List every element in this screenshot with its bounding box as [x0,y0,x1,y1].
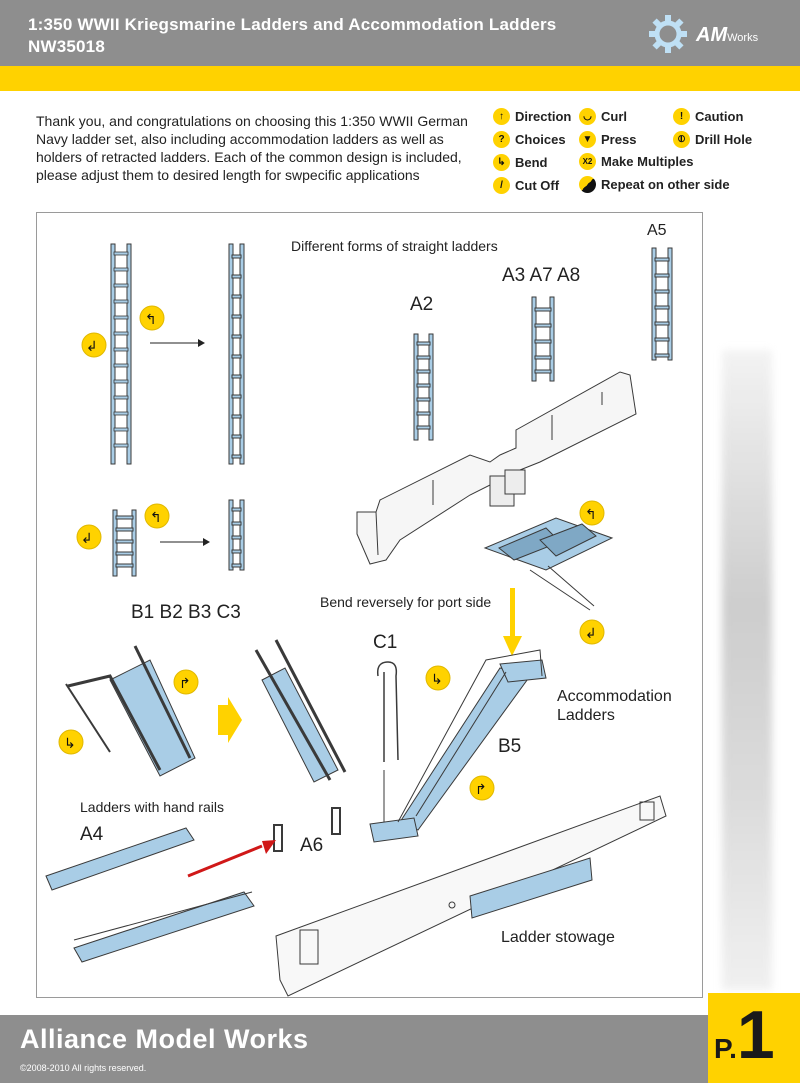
legend-label: Drill Hole [695,132,753,147]
drill-icon: ⦶ [673,131,690,148]
label-a6: A6 [300,835,324,856]
accent-band [0,66,800,91]
legend-item: ? Choices [493,131,566,148]
svg-text:↲: ↲ [86,339,98,355]
brand-logo: AMWorks [696,24,758,47]
legend-item: ! Caution [673,108,743,125]
deck-wall [356,371,637,565]
stair-ladder-b-folded [254,639,347,783]
page-number-box [708,993,800,1083]
title-line-2: NW35018 [28,37,105,56]
stowage-wall [275,795,667,997]
copyright: ©2008-2010 All rights reserved. [20,1063,147,1073]
svg-text:↳: ↳ [64,736,76,752]
label-a4: A4 [80,824,104,845]
label-bend-reverse: Bend reversely for port side [320,594,492,610]
blurred-edge [722,350,772,990]
repeat-side-icon [579,176,596,193]
straight-ladder-folded [228,243,245,465]
label-c1: C1 [373,632,398,653]
caution-icon: ! [673,108,690,125]
legend-label: Repeat on other side [601,177,730,192]
cut-icon: / [493,177,510,194]
stair-ladder-b [65,645,196,777]
label-b-group: B1 B2 B3 C3 [131,602,241,623]
legend-item: ↳ Bend [493,154,548,171]
label-stowage: Ladder stowage [501,929,615,946]
page-digit: 1 [736,997,775,1073]
label-a3a7a8: A3 A7 A8 [502,265,581,286]
press-icon: ▼ [579,131,596,148]
label-b5: B5 [498,736,522,757]
legend-item: ◡ Curl [579,108,627,125]
label-straight-forms: Different forms of straight ladders [291,238,498,254]
gear-logo-icon [649,15,687,53]
short-ladder [112,509,137,577]
page-title: 1:350 WWII Kriegsmarine Ladders and Acco… [28,14,556,58]
legend-item: X2 Make Multiples [579,153,693,170]
legend-label: Direction [515,109,572,124]
ladder-a5 [651,247,673,361]
label-ladders: Ladders [557,707,615,724]
label-a2: A2 [410,294,434,315]
instruction-frame [36,212,703,998]
curl-icon: ◡ [579,108,596,125]
ladder-a3 [531,296,555,382]
legend-label: Make Multiples [601,154,694,169]
legend-item: / Cut Off [493,177,559,194]
straight-ladder-long [110,243,132,465]
bend-icon: ↳ [493,154,510,171]
svg-text:↱: ↱ [475,782,487,798]
label-a5: A5 [647,222,667,239]
legend-item: ⦶ Drill Hole [673,131,752,148]
legend: ↑ Direction ◡ Curl ! Caution ? Choices ▼ Pres… [491,108,791,198]
svg-text:↲: ↲ [81,531,93,547]
legend-item: ▼ Press [579,131,636,148]
accommodation-ladder-b5 [369,649,547,843]
page-prefix: P. [714,1033,737,1064]
legend-label: Choices [515,132,566,147]
svg-text:↳: ↳ [431,672,443,688]
legend-item: ↑ Direction [493,108,571,125]
footer-bar [0,1015,800,1083]
header-bar [0,0,800,66]
intro-text: Thank you, and congratulations on choosi… [36,113,468,183]
legend-label: Caution [695,109,744,124]
svg-text:↰: ↰ [150,510,162,526]
frame-a6 [273,824,283,852]
handrail-ladder-a4 [45,827,255,963]
company-name: Alliance Model Works [20,1024,309,1054]
platform-grating [483,517,614,611]
question-icon: ? [493,131,510,148]
ladder-a2 [413,333,434,441]
svg-text:↱: ↱ [179,676,191,692]
brand-text: AM [696,24,728,46]
multiply-icon: X2 [579,153,596,170]
brand-suffix: Works [727,32,759,44]
legend-label: Bend [515,155,548,170]
hook-c1 [376,661,399,762]
label-accommodation: Accommodation [557,688,672,705]
label-hand-rails: Ladders with hand rails [80,799,224,815]
title-line-1: 1:350 WWII Kriegsmarine Ladders and Acco… [28,15,557,34]
legend-item: Repeat on other side [579,176,730,193]
svg-text:↰: ↰ [145,312,157,328]
svg-text:↲: ↲ [585,626,597,642]
page-number: P.1 [714,996,775,1074]
short-ladder-folded [228,499,245,571]
svg-text:↰: ↰ [585,507,597,523]
legend-label: Cut Off [515,178,560,193]
legend-label: Curl [601,109,627,124]
up-arrow-icon: ↑ [493,108,510,125]
legend-label: Press [601,132,637,147]
